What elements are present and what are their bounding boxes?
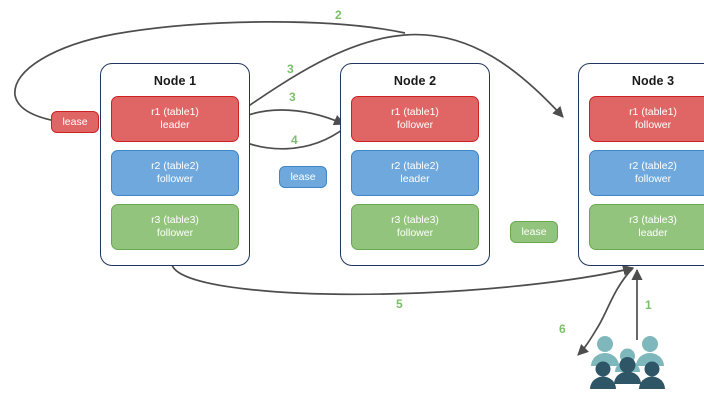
replica-r3-node-2[interactable]: r3 (table3) follower [351,204,479,250]
step-label-5: 5 [396,297,403,311]
replica-r2-node-3[interactable]: r2 (table2) follower [589,150,704,196]
node-card-node-3[interactable]: Node 3 r1 (table1) follower r2 (table2) … [578,63,704,266]
node-card-node-2[interactable]: Node 2 r1 (table1) follower r2 (table2) … [340,63,490,266]
replica-role: follower [156,227,194,239]
lease-badge-r1[interactable]: lease [51,111,99,133]
replica-role: follower [396,119,434,131]
users-group-icon [590,336,665,389]
node-title: Node 3 [631,74,675,88]
replica-role: follower [634,119,672,131]
replica-role: leader [400,173,430,185]
replica-role: follower [634,173,672,185]
replica-name: r2 (table2) [151,160,199,172]
replica-name: r3 (table3) [629,214,677,226]
step-label-6: 6 [559,322,566,336]
arrow-step-5 [171,264,635,296]
step-label-4: 4 [291,133,298,147]
replica-r2-node-1[interactable]: r2 (table2) follower [111,150,239,196]
node-title: Node 2 [393,74,437,88]
replica-role: follower [396,227,434,239]
replica-name: r1 (table1) [151,106,199,118]
replica-name: r2 (table2) [629,160,677,172]
replica-r1-node-3[interactable]: r1 (table1) follower [589,96,704,142]
replica-name: r3 (table3) [391,214,439,226]
replica-r1-node-1[interactable]: r1 (table1) leader [111,96,239,142]
replica-name: r1 (table1) [629,106,677,118]
replica-r1-node-2[interactable]: r1 (table1) follower [351,96,479,142]
replica-r3-node-1[interactable]: r3 (table3) follower [111,204,239,250]
node-card-node-1[interactable]: Node 1 r1 (table1) leader r2 (table2) fo… [100,63,250,266]
step-label-3b: 3 [289,90,296,104]
replica-name: r3 (table3) [151,214,199,226]
lease-badge-r3[interactable]: lease [510,221,558,243]
replica-r2-node-2[interactable]: r2 (table2) leader [351,150,479,196]
replica-name: r1 (table1) [391,106,439,118]
replica-role: leader [638,227,668,239]
replica-r3-node-3[interactable]: r3 (table3) leader [589,204,704,250]
node-title: Node 1 [153,74,197,88]
replica-name: r2 (table2) [391,160,439,172]
step-label-3a: 3 [287,62,294,76]
step-label-1: 1 [645,298,652,312]
replica-role: leader [160,119,190,131]
replica-role: follower [156,173,194,185]
step-label-2: 2 [335,8,342,22]
lease-badge-r2[interactable]: lease [279,166,327,188]
